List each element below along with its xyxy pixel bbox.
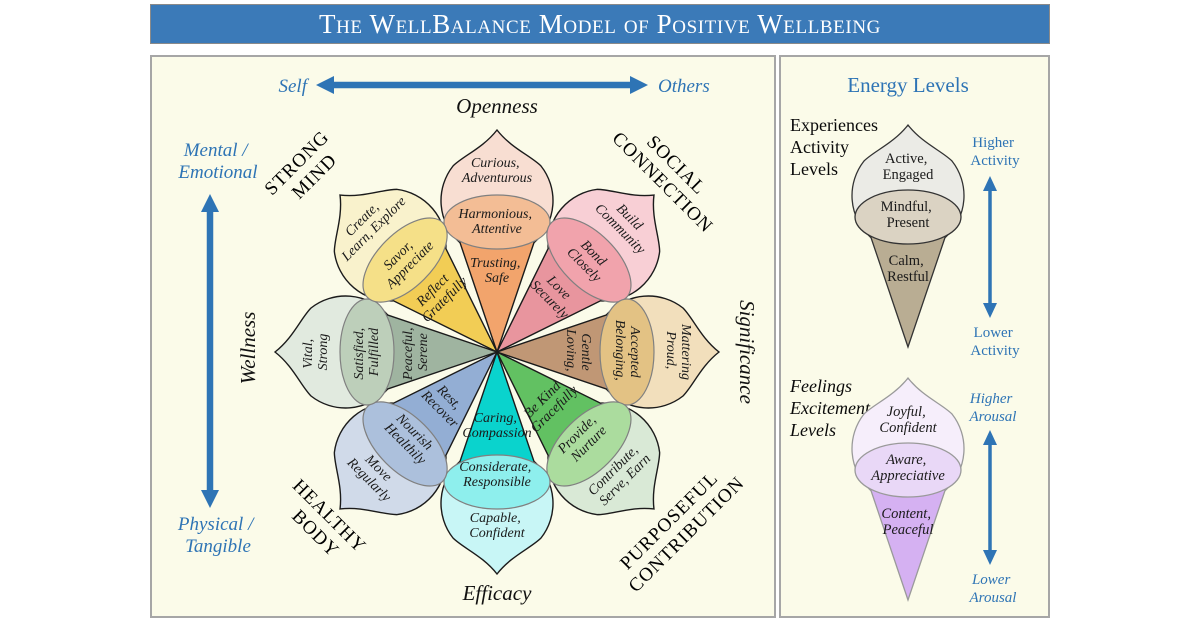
efficacy-ellipse (443, 454, 551, 510)
openness-ellipse (443, 194, 551, 250)
petal-arm-purposeful: Contribute, Serve, Earn Provide, Nurture… (495, 350, 661, 516)
social-ellipse (546, 217, 632, 303)
activity-mid-label: Mindful, Present (881, 199, 936, 231)
title-bar: The WellBalance Model of Positive Wellbe… (150, 4, 1050, 44)
activity-outer-label: Active, Engaged (883, 151, 934, 183)
significance-mid-label: Belonging, Accepted (612, 320, 642, 385)
dimension-label-wellness: Wellness (236, 312, 260, 385)
arousal-inner-label: Content, Peaceful (881, 506, 934, 538)
openness-outer-label: Curious, Adventurous (461, 156, 533, 186)
arousal-section-title: Feelings Excitement Levels (789, 376, 874, 440)
wellness-inner-label: Peaceful, Serene (401, 324, 431, 381)
petal-arm-efficacy: Capable, Confident Considerate, Responsi… (440, 349, 554, 576)
dimension-label-openness: Openness (456, 94, 538, 118)
arousal-outer-label: Joyful, Confident (879, 404, 937, 436)
openness-mid-label: Harmonious, Attentive (457, 207, 535, 237)
strong-mind-ellipse (362, 217, 448, 303)
wellness-mid-label: Satisfied, Fulfilled (352, 324, 382, 379)
petal-arm-significance: Proud, Mattering Belonging, Accepted Lov… (494, 295, 721, 409)
arousal-cone-shape: Joyful, Confident Aware, Appreciative Co… (851, 376, 965, 603)
axis-label-others: Others (658, 76, 710, 97)
dimension-label-significance: Significance (735, 300, 759, 404)
efficacy-outer-label: Capable, Confident (469, 511, 525, 541)
significance-outer-label: Proud, Mattering (663, 323, 693, 380)
petal-arm-social: Build Community Bond Closely Love Secure… (495, 188, 661, 354)
activity-ellipse (854, 189, 962, 245)
axis-label-self: Self (279, 76, 310, 97)
mental-physical-arrow (201, 194, 219, 508)
wellness-ellipse (339, 298, 395, 406)
arousal-ellipse (854, 442, 962, 498)
petal-arm-healthy: Move Regularly Nourish Healthily Rest, R… (333, 350, 499, 516)
petal-arm-strong-mind: Create, Learn, Explore Savor, Appreciate… (333, 188, 499, 354)
axis-label-mental: Mental / Emotional (177, 140, 257, 183)
healthy-ellipse (362, 401, 448, 487)
activity-inner-label: Calm, Restful (887, 253, 929, 285)
page-title: The WellBalance Model of Positive Wellbe… (319, 8, 881, 39)
efficacy-mid-label: Considerate, Responsible (459, 460, 534, 490)
higher-activity-label: Higher Activity (970, 135, 1020, 169)
lower-arousal-label: Lower Arousal (969, 572, 1017, 606)
activity-arrow (983, 176, 997, 318)
lower-activity-label: Lower Activity (970, 325, 1020, 359)
petal-arm-wellness: Vital, Strong Satisfied, Fulfilled Peace… (273, 295, 500, 409)
higher-arousal-label: Higher Arousal (969, 391, 1017, 425)
arousal-mid-label: Aware, Appreciative (870, 452, 945, 484)
openness-inner-label: Trusting, Safe (470, 256, 524, 286)
arousal-arrow (983, 430, 997, 565)
category-label-strong-mind: STRONG MIND (261, 123, 353, 215)
activity-cone-shape: Active, Engaged Mindful, Present Calm, R… (851, 123, 965, 350)
self-others-arrow (316, 76, 648, 94)
wellness-outer-label: Vital, Strong (301, 334, 331, 371)
dimension-label-efficacy: Efficacy (462, 581, 532, 605)
purposeful-ellipse (546, 401, 632, 487)
efficacy-inner-label: Caring, Compassion (462, 411, 531, 441)
activity-section-title: Experiences Activity Levels (790, 115, 882, 179)
significance-inner-label: Loving, Gentle (563, 328, 593, 375)
axis-label-physical: Physical / Tangible (177, 514, 258, 557)
energy-levels-heading: Energy Levels (847, 73, 969, 97)
petal-arm-openness: Curious, Adventurous Harmonious, Attenti… (440, 128, 554, 355)
significance-ellipse (599, 298, 655, 406)
